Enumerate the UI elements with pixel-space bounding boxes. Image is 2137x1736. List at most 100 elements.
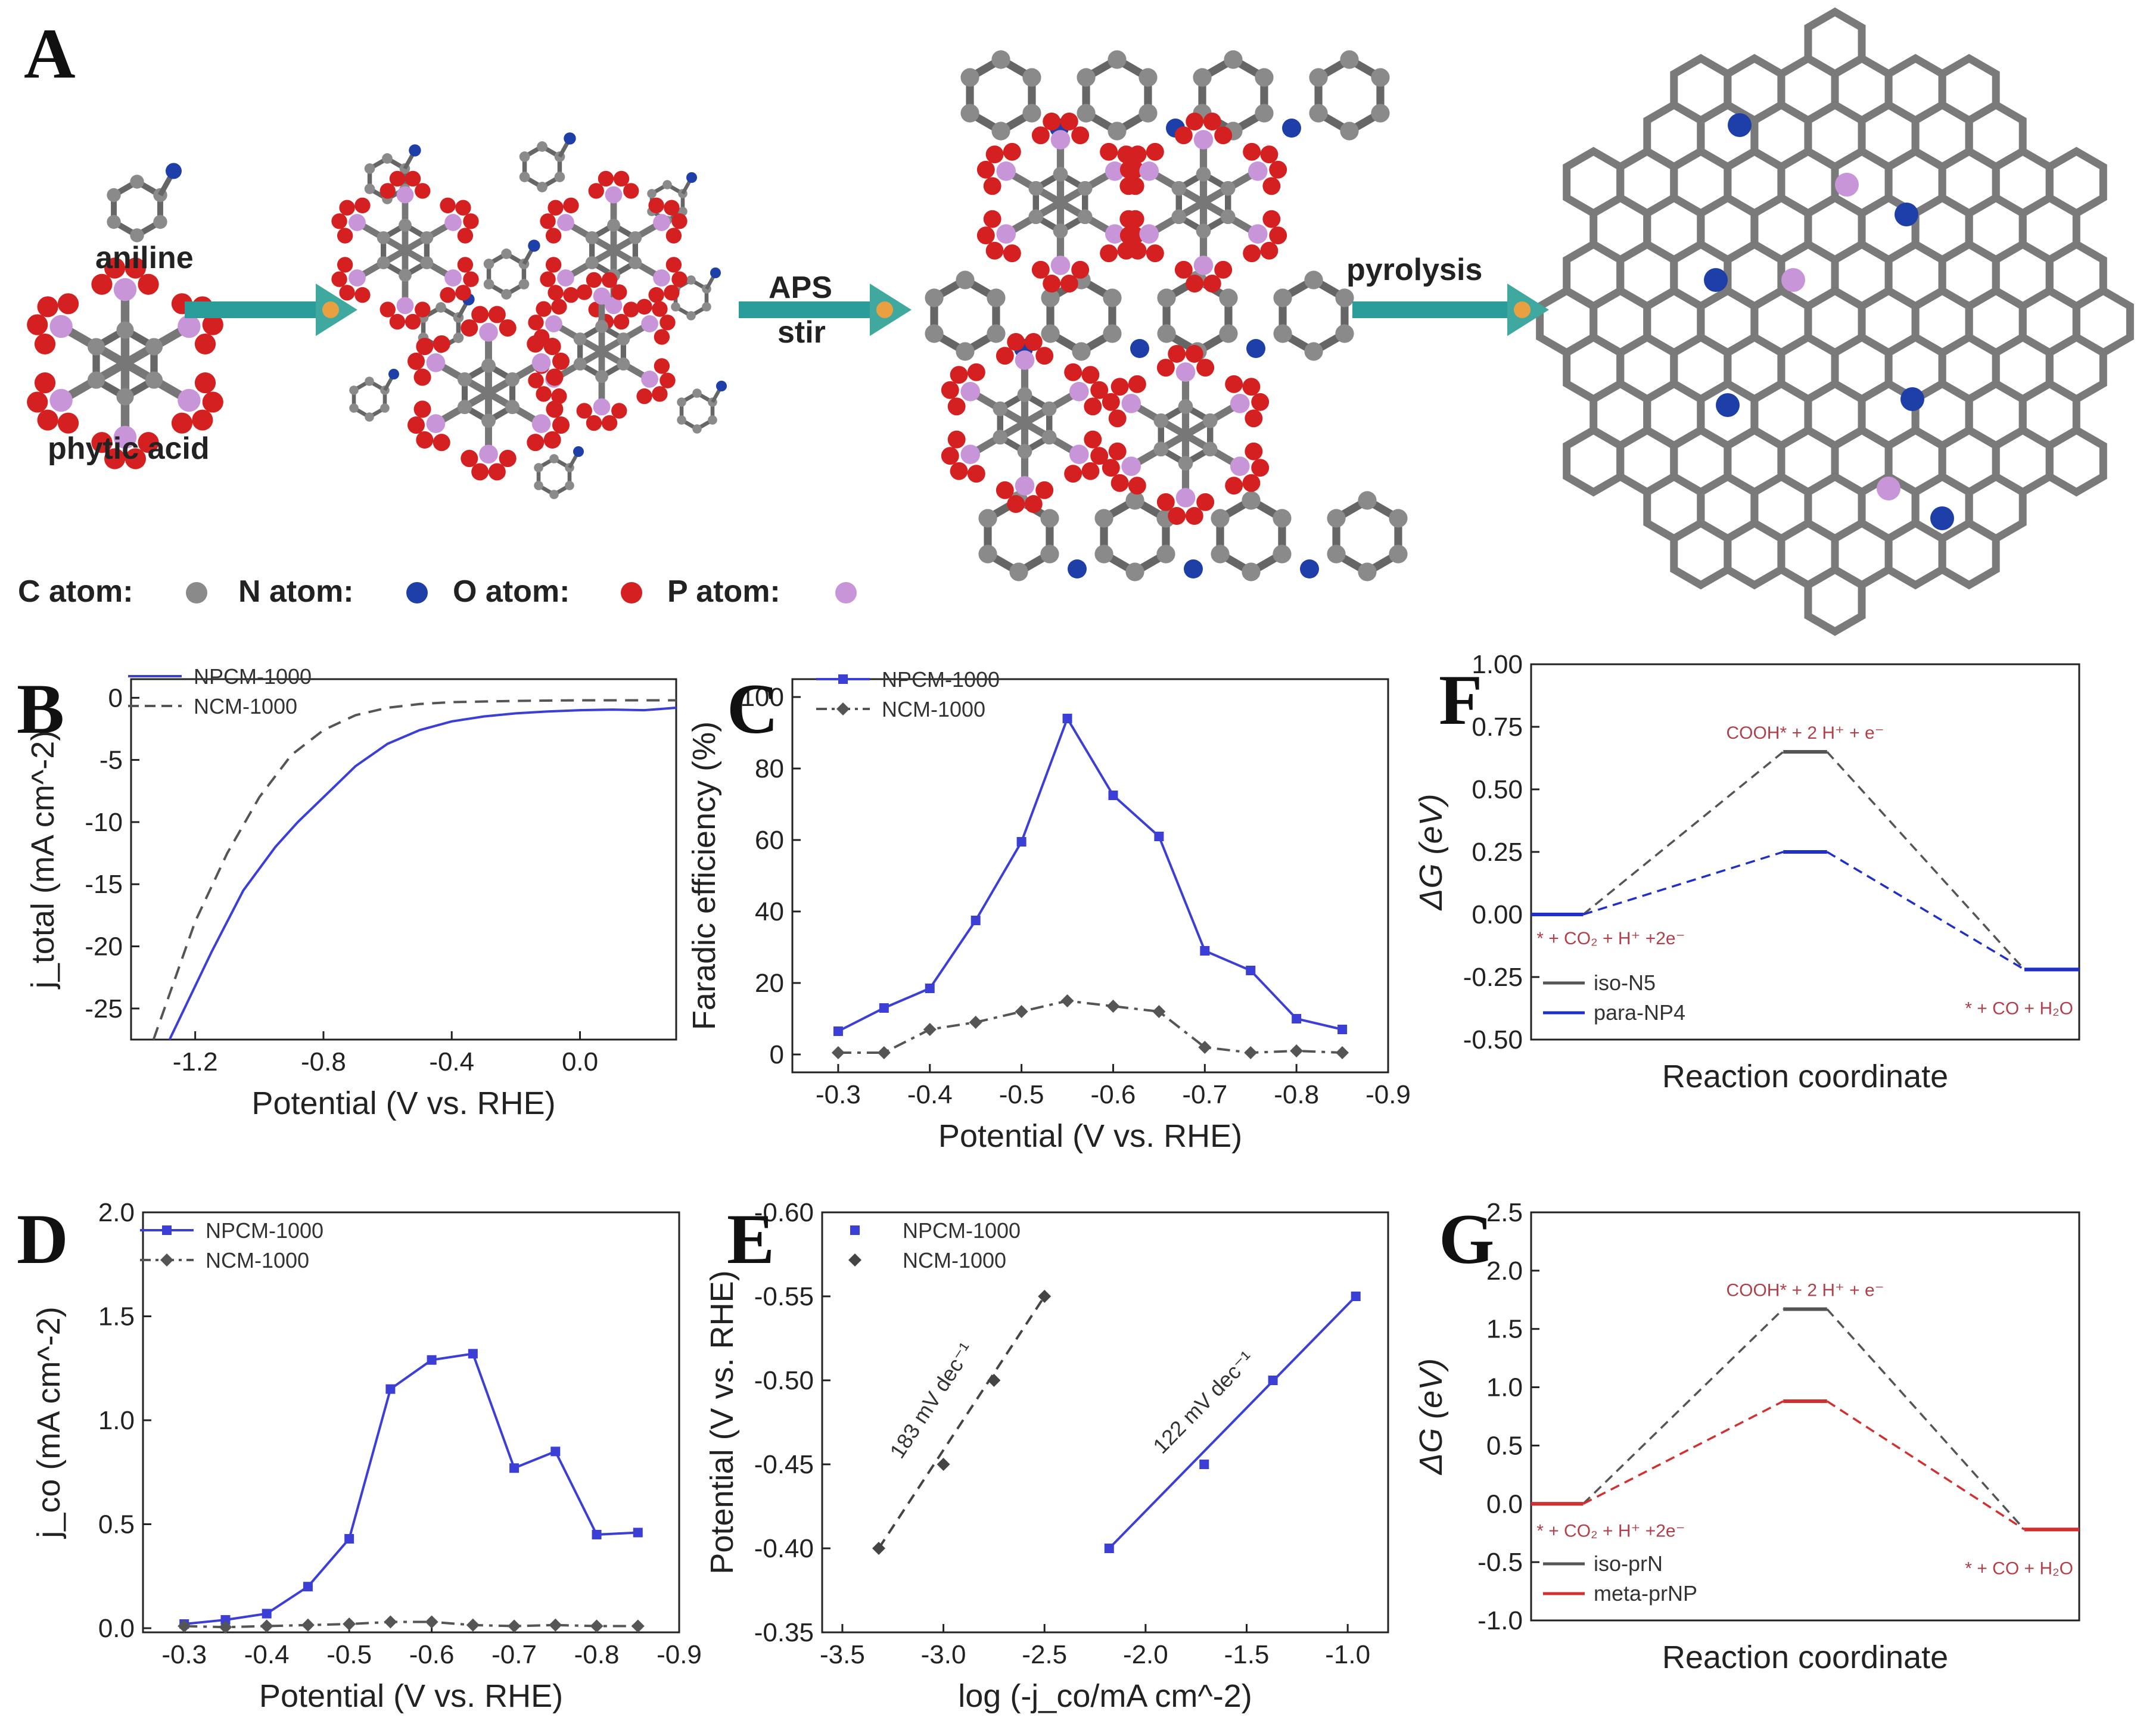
oxygen-atom bbox=[613, 170, 630, 187]
oxygen-atom bbox=[664, 285, 680, 301]
oxygen-atom bbox=[552, 416, 570, 434]
data-point bbox=[260, 1619, 273, 1633]
y-axis-label: Faradic efficiency (%) bbox=[686, 721, 722, 1030]
carbon-atom bbox=[116, 321, 134, 339]
oxygen-atom bbox=[985, 145, 1004, 164]
carbon-atom bbox=[107, 188, 121, 203]
carbon-atom bbox=[677, 415, 686, 425]
nitrogen-dopant bbox=[1716, 393, 1740, 417]
atom-legend-swatch bbox=[621, 582, 642, 603]
carbon-atom bbox=[677, 397, 686, 407]
oxygen-atom bbox=[461, 319, 478, 337]
bond-ring bbox=[1216, 496, 1286, 577]
carbon-atom bbox=[457, 400, 472, 415]
carbon-ring bbox=[1028, 167, 1093, 238]
x-tick-label: -0.6 bbox=[1091, 1080, 1136, 1109]
legend-label: iso-N5 bbox=[1594, 970, 1656, 995]
data-point bbox=[970, 916, 981, 925]
energy-connector bbox=[1582, 851, 1784, 916]
oxygen-atom bbox=[1126, 210, 1144, 228]
data-point bbox=[509, 1463, 520, 1473]
oxygen-atom bbox=[455, 285, 471, 301]
arrow-highlight bbox=[1514, 301, 1531, 318]
carbon-atom bbox=[629, 256, 642, 269]
legend-marker bbox=[162, 1225, 172, 1235]
aniline-dispersed bbox=[677, 381, 727, 434]
label-phytic-acid: phytic acid bbox=[48, 431, 210, 466]
oxygen-atom bbox=[1185, 345, 1203, 363]
y-tick-label: 2.5 bbox=[1486, 1198, 1523, 1227]
oxygen-atom bbox=[1035, 481, 1054, 499]
x-tick-label: -2.5 bbox=[1022, 1640, 1067, 1669]
oxygen-atom bbox=[1128, 375, 1146, 393]
polyaniline-chain bbox=[925, 270, 1006, 361]
carbon-atom bbox=[1153, 413, 1169, 428]
oxygen-atom bbox=[548, 285, 564, 301]
energy-connector bbox=[1826, 1308, 2026, 1530]
oxygen-atom bbox=[194, 333, 216, 355]
phosphorus-atom bbox=[996, 224, 1016, 244]
arrow-shaft bbox=[185, 301, 322, 318]
oxygen-atom bbox=[527, 434, 545, 452]
oxygen-atom bbox=[598, 170, 614, 187]
phosphorus-atom bbox=[641, 371, 658, 388]
data-point bbox=[592, 1529, 602, 1539]
graphene-ring bbox=[1670, 518, 1732, 590]
y-tick-label: -5 bbox=[99, 746, 123, 775]
carbon-atom bbox=[365, 412, 374, 422]
carbon-atom bbox=[87, 371, 105, 389]
oxygen-atom bbox=[1156, 359, 1175, 377]
carbon-atom bbox=[457, 372, 472, 387]
carbon-atom bbox=[1156, 545, 1175, 564]
carbon-atom bbox=[991, 50, 1010, 69]
carbon-atom bbox=[1040, 509, 1059, 528]
oxygen-atom bbox=[540, 213, 556, 229]
carbon-atom bbox=[518, 279, 530, 290]
energy-connector bbox=[1582, 1308, 1784, 1505]
phosphorus-atom bbox=[113, 425, 137, 449]
carbon-atom bbox=[991, 122, 1010, 141]
data-point bbox=[1104, 1544, 1114, 1553]
carbon-atom bbox=[1358, 491, 1377, 510]
carbon-atom bbox=[436, 302, 446, 313]
data-point bbox=[1246, 966, 1256, 975]
aniline-dispersed bbox=[519, 132, 576, 192]
oxygen-atom bbox=[337, 228, 353, 244]
x-tick-label: -0.9 bbox=[657, 1640, 702, 1669]
y-axis-label: Potential (V vs. RHE) bbox=[704, 1270, 740, 1574]
oxygen-atom bbox=[983, 210, 1001, 228]
x-tick-label: 0.0 bbox=[562, 1047, 598, 1077]
carbon-atom bbox=[365, 377, 374, 386]
phytic-acid-molecule bbox=[27, 257, 223, 469]
y-tick-label: -15 bbox=[85, 870, 123, 899]
nitrogen-atom bbox=[573, 446, 584, 457]
y-tick-label: 0.50 bbox=[1472, 775, 1523, 804]
reaction-arrows bbox=[185, 284, 1549, 336]
oxygen-atom bbox=[1128, 145, 1147, 164]
oxygen-atom bbox=[613, 313, 630, 330]
carbon-atom bbox=[1053, 167, 1068, 182]
legend-label: iso-prN bbox=[1594, 1551, 1663, 1576]
carbon-atom bbox=[1125, 562, 1144, 581]
polyaniline-chain bbox=[1309, 50, 1390, 141]
phosphorus-atom bbox=[960, 444, 981, 465]
carbon-atom bbox=[399, 269, 412, 282]
x-axis-label: Reaction coordinate bbox=[1662, 1639, 1948, 1675]
oxygen-atom bbox=[1245, 409, 1263, 428]
nitrogen-atom bbox=[388, 369, 399, 379]
data-point bbox=[466, 1618, 480, 1632]
carbon-atom bbox=[993, 430, 1008, 445]
atom-legend-swatch bbox=[835, 582, 857, 603]
oxygen-atom bbox=[461, 450, 478, 468]
oxygen-atom bbox=[1119, 160, 1138, 179]
oxygen-atom bbox=[457, 228, 474, 244]
oxygen-atom bbox=[354, 287, 371, 303]
oxygen-atom bbox=[389, 313, 406, 330]
state-label: * + CO₂ + H⁺ +2e⁻ bbox=[1536, 1521, 1685, 1541]
carbon-atom bbox=[1041, 324, 1060, 343]
y-tick-label: 0.0 bbox=[98, 1614, 135, 1643]
carbon-atom bbox=[978, 545, 997, 564]
slope-label: 122 mV dec⁻¹ bbox=[1148, 1346, 1258, 1458]
nitrogen-atom bbox=[1282, 119, 1301, 138]
phosphorus-atom bbox=[426, 353, 446, 372]
